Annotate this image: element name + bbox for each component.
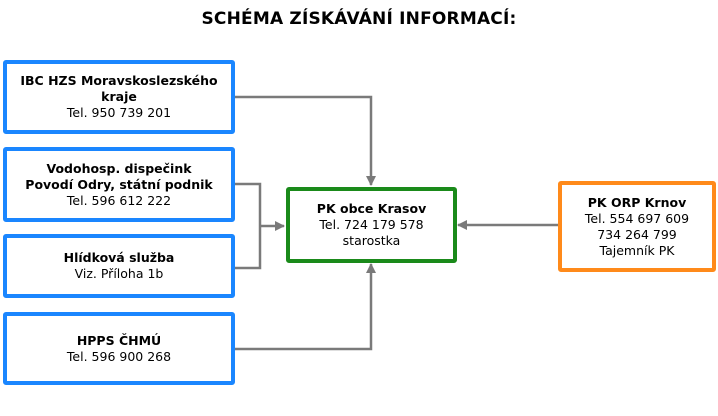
connector-vodohosp <box>234 182 262 270</box>
source-box-vodohosp: Vodohosp. dispečink Povodí Odry, státní … <box>3 147 235 222</box>
source-detail: Viz. Příloha 1b <box>74 266 164 281</box>
source-box-hlidkova-sluzba: Hlídková služba Viz. Příloha 1b <box>3 234 235 298</box>
connector-ibc-to-center <box>234 95 376 186</box>
center-phone: Tel. 724 179 578 <box>319 217 424 232</box>
source-name: HPPS ČHMÚ <box>76 332 162 348</box>
source-phone: Tel. 596 900 268 <box>66 348 172 364</box>
source-name: Vodohosp. dispečink <box>46 160 192 176</box>
center-name: PK obce Krasov <box>316 201 427 216</box>
source-name: Povodí Odry, státní podnik <box>25 176 213 192</box>
center-box-pk-obce: PK obce Krasov Tel. 724 179 578 starostk… <box>286 187 457 263</box>
diagram-title: SCHÉMA ZÍSKÁVÁNÍ INFORMACÍ: <box>201 9 517 29</box>
right-role: Tajemník PK <box>599 242 675 258</box>
right-name: PK ORP Krnov <box>587 194 687 210</box>
right-phone: Tel. 554 697 609 <box>584 210 690 226</box>
right-phone-2: 734 264 799 <box>597 226 677 242</box>
source-phone: Tel. 596 612 222 <box>66 192 172 208</box>
connector-hpps-to-center <box>234 263 376 351</box>
source-name: kraje <box>101 89 137 104</box>
source-name: IBC HZS Moravskoslezského <box>20 73 218 88</box>
source-box-ibc-hzs: IBC HZS Moravskoslezského kraje Tel. 950… <box>3 60 235 134</box>
center-role: starostka <box>342 233 401 248</box>
right-box-pk-orp: PK ORP Krnov Tel. 554 697 609 734 264 79… <box>558 181 716 272</box>
source-phone: Tel. 950 739 201 <box>66 105 172 120</box>
source-box-hpps-chmu: HPPS ČHMÚ Tel. 596 900 268 <box>3 312 235 385</box>
source-name: Hlídková služba <box>63 250 175 265</box>
